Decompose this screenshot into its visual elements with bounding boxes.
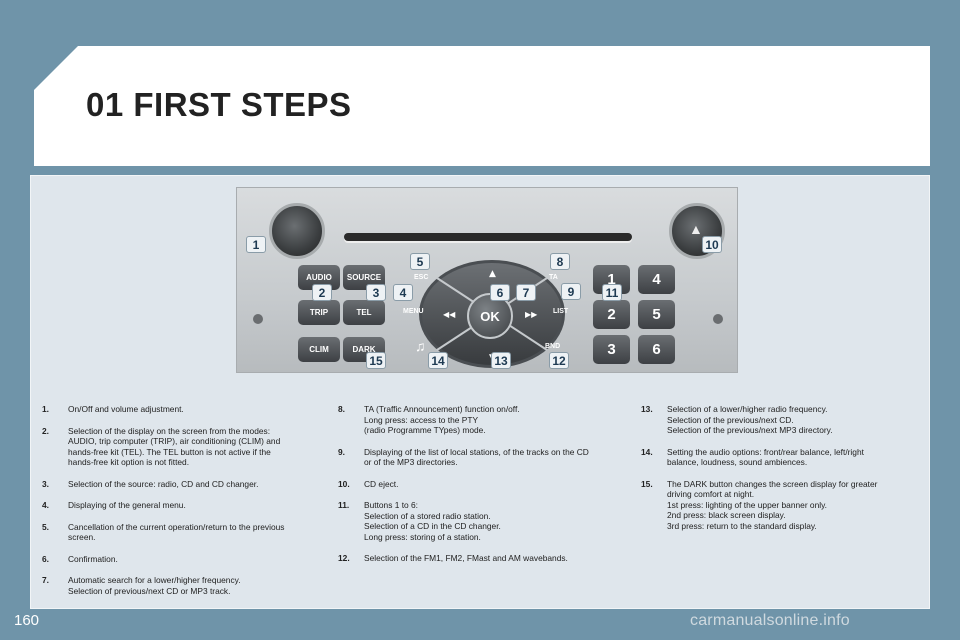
callout-15: 15 (366, 352, 386, 369)
legend-column-right: 13.Selection of a lower/higher radio fre… (641, 404, 921, 542)
legend-item: 12.Selection of the FM1, FM2, FMast and … (338, 553, 568, 563)
legend-item: 8.TA (Traffic Announcement) function on/… (338, 404, 520, 435)
legend-item: 2.Selection of the display on the screen… (42, 425, 281, 468)
legend-item: 15.The DARK button changes the screen di… (641, 478, 878, 531)
legend-item: 6.Confirmation. (42, 553, 118, 564)
svg-text:▲: ▲ (489, 269, 496, 279)
tel-key: TEL (343, 300, 385, 325)
legend-item: 5.Cancellation of the current operation/… (42, 521, 285, 543)
callout-14: 14 (428, 352, 448, 369)
callout-11: 11 (602, 284, 622, 301)
svg-text:▶▶: ▶▶ (525, 310, 538, 319)
preset-key-5: 5 (638, 300, 675, 329)
legend-item: 14.Setting the audio options: front/rear… (641, 446, 864, 468)
page-title: 01 FIRST STEPS (86, 86, 352, 123)
callout-8: 8 (550, 253, 570, 270)
callout-7: 7 (516, 284, 536, 301)
page-number: 160 (14, 612, 40, 629)
radio-illustration: ▲ AUDIO SOURCE TRIP TEL CLIM DARK ▲ ▼ ◀◀… (236, 187, 738, 373)
legend-column-left: 1.On/Off and volume adjustment. 2.Select… (42, 404, 322, 607)
music-note-icon: ♫ (415, 338, 426, 354)
legend-item: 7.Automatic search for a lower/higher fr… (42, 575, 241, 596)
callout-12: 12 (549, 352, 569, 369)
preset-key-2: 2 (593, 300, 630, 329)
legend-column-middle: 8.TA (Traffic Announcement) function on/… (338, 404, 628, 575)
legend-item: 4.Displaying of the general menu. (42, 500, 186, 510)
clim-key: CLIM (298, 337, 340, 362)
bnd-key: BND (545, 343, 561, 350)
preset-key-4: 4 (638, 265, 675, 294)
list-key: LIST (553, 308, 569, 315)
legend-item: 3.Selection of the source: radio, CD and… (42, 478, 259, 489)
callout-1: 1 (246, 236, 266, 253)
callout-6: 6 (490, 284, 510, 301)
callout-9: 9 (561, 283, 581, 300)
cd-slot (344, 233, 632, 241)
menu-key: MENU (403, 308, 424, 315)
callout-2: 2 (312, 284, 332, 301)
preset-key-3: 3 (593, 335, 630, 364)
watermark: carmanualsonline.info (690, 612, 850, 629)
esc-key: ESC (414, 274, 429, 281)
legend-item: 1.On/Off and volume adjustment. (42, 404, 184, 414)
mount-hole-right (713, 314, 723, 324)
callout-10: 10 (702, 236, 722, 253)
callout-4: 4 (393, 284, 413, 301)
header-banner (34, 46, 930, 166)
trip-key: TRIP (298, 300, 340, 325)
svg-text:◀◀: ◀◀ (443, 310, 456, 319)
callout-5: 5 (410, 253, 430, 270)
legend-item: 10.CD eject. (338, 478, 399, 489)
callout-3: 3 (366, 284, 386, 301)
legend-item: 9.Displaying of the list of local statio… (338, 446, 589, 468)
callout-13: 13 (491, 352, 511, 369)
legend-item: 11.Buttons 1 to 6: Selection of a stored… (338, 500, 501, 542)
preset-key-6: 6 (638, 335, 675, 364)
legend-item: 13.Selection of a lower/higher radio fre… (641, 404, 833, 435)
mount-hole-left (253, 314, 263, 324)
volume-knob (269, 203, 325, 259)
eject-icon: ▲ (689, 221, 703, 237)
ta-key: TA (549, 274, 558, 281)
